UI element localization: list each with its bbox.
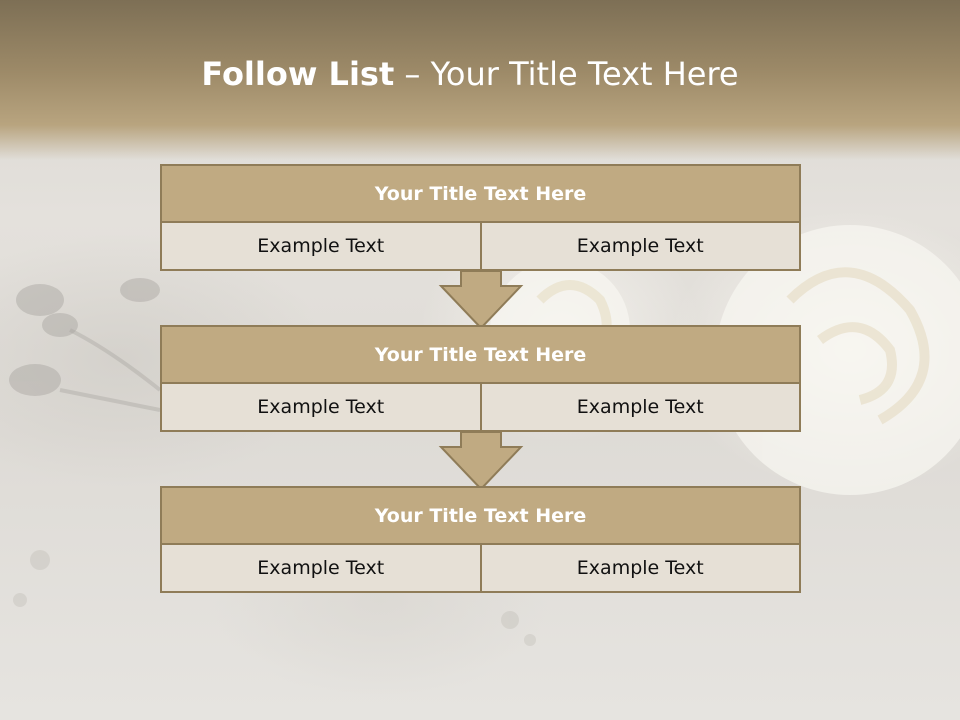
process-block-1: Your Title Text Here Example Text Exampl… bbox=[160, 164, 801, 271]
block-cell-left: Example Text bbox=[257, 396, 385, 418]
block-cell-right: Example Text bbox=[479, 223, 800, 269]
header-band bbox=[0, 0, 960, 160]
block-cell-left: Example Text bbox=[257, 235, 385, 257]
down-arrow-icon bbox=[438, 431, 524, 491]
slide-title-bold: Follow List bbox=[201, 55, 395, 93]
block-title: Your Title Text Here bbox=[162, 488, 799, 545]
block-row: Example Text Example Text bbox=[162, 545, 799, 591]
slide-title: Follow List – Your Title Text Here bbox=[0, 55, 940, 93]
block-row: Example Text Example Text bbox=[162, 384, 799, 430]
process-block-3: Your Title Text Here Example Text Exampl… bbox=[160, 486, 801, 593]
down-arrow-icon bbox=[438, 270, 524, 330]
block-row: Example Text Example Text bbox=[162, 223, 799, 269]
block-title: Your Title Text Here bbox=[162, 327, 799, 384]
process-block-2: Your Title Text Here Example Text Exampl… bbox=[160, 325, 801, 432]
block-cell-right: Example Text bbox=[479, 384, 800, 430]
block-title: Your Title Text Here bbox=[162, 166, 799, 223]
slide-title-rest: – Your Title Text Here bbox=[394, 55, 739, 93]
block-cell-left: Example Text bbox=[257, 557, 385, 579]
block-cell-right: Example Text bbox=[479, 545, 800, 591]
